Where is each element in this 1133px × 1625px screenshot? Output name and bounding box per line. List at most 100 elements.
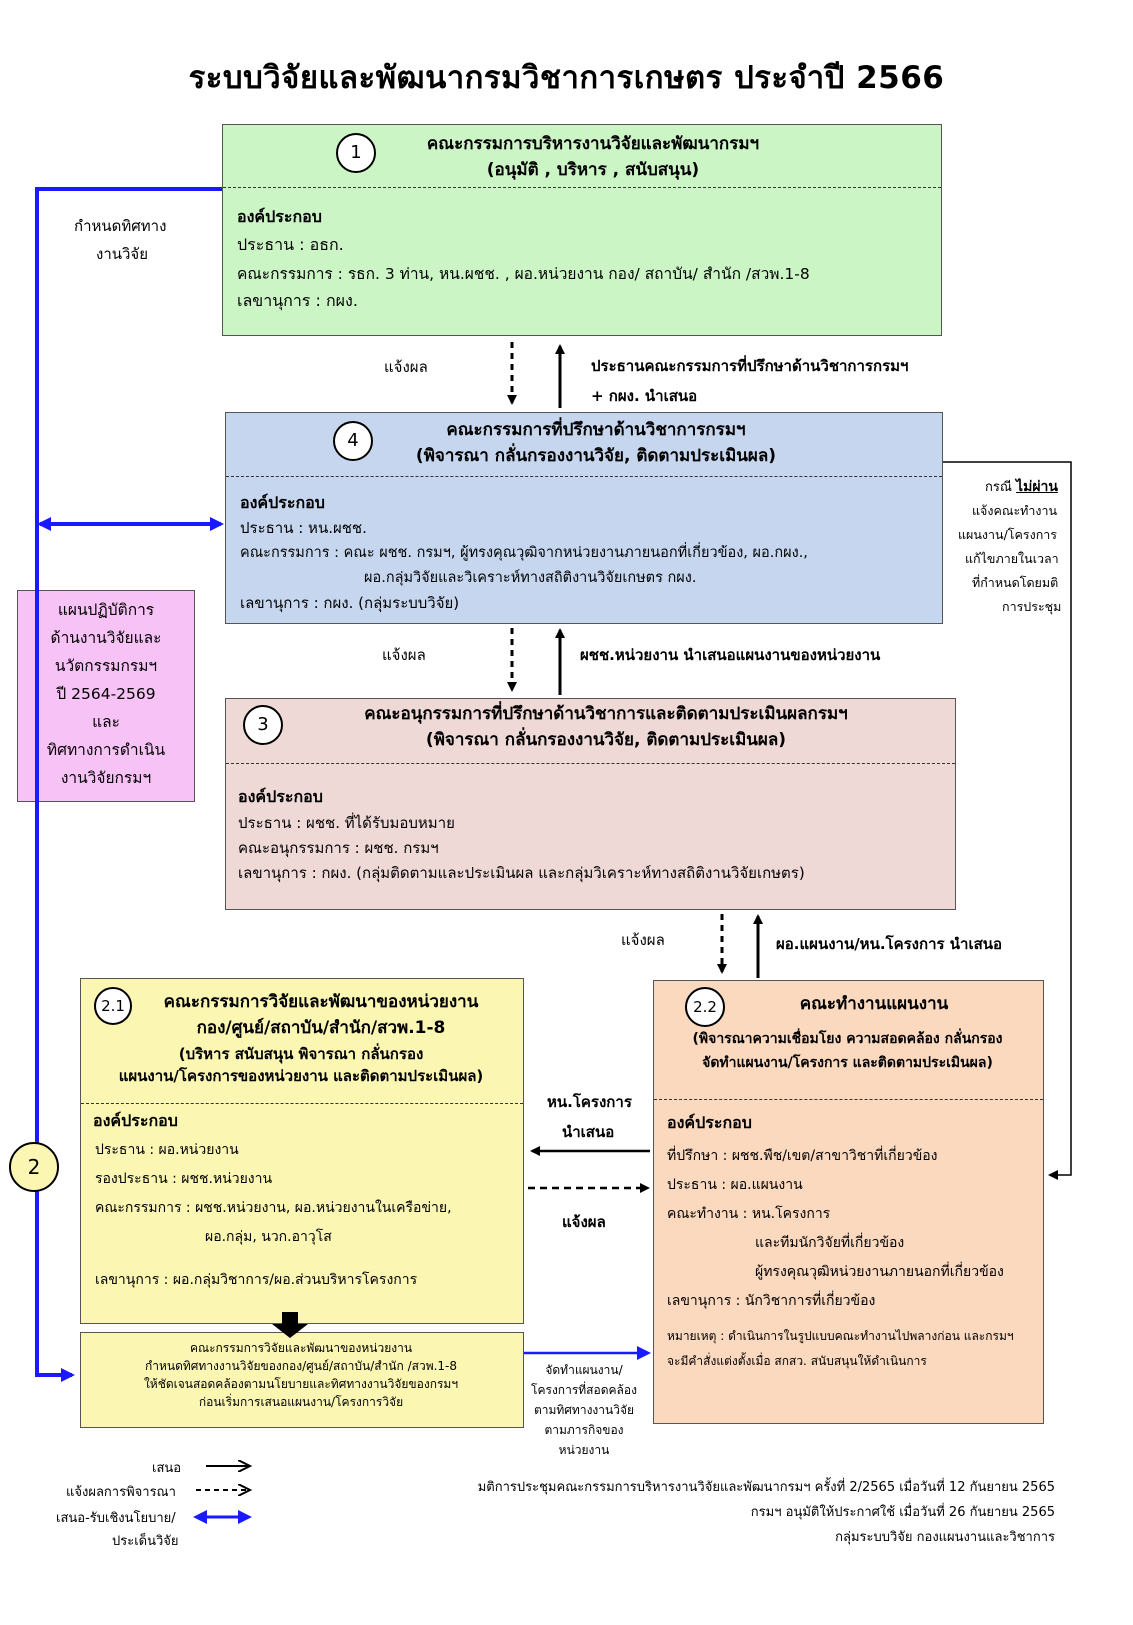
step-number-2-2: 2.2: [685, 987, 725, 1027]
action-plan-line-1: แผนปฏิบัติการ: [57, 601, 155, 619]
box21-subheading: (บริหาร สนับสนุน พิจารณา กลั่นกรอง แผนงา…: [81, 1043, 521, 1087]
box21-members-cont: ผอ.กลุ่ม, นวก.อาวุโส: [205, 1229, 332, 1245]
box21-heading-1: คณะกรรมการวิจัยและพัฒนาของหน่วยงาน: [163, 992, 479, 1012]
box-unit-direction: คณะกรรมการวิจัยและพัฒนาของหน่วยงาน กำหนด…: [80, 1332, 524, 1428]
box4-heading: คณะกรรมการที่ปรึกษาด้านวิชาการกรมฯ (พิจา…: [306, 417, 886, 469]
step-number-4: 4: [333, 421, 373, 461]
label-propose-a-1: ประธานคณะกรรมการที่ปรึกษาด้านวิชาการกรมฯ: [591, 357, 909, 375]
label-propose-d-2: นำเสนอ: [562, 1123, 615, 1141]
box1-members: คณะกรรมการ : รธก. 3 ท่าน, หน.ผชช. , ผอ.ห…: [237, 265, 810, 283]
box1-heading: คณะกรรมการบริหารงานวิจัยและพัฒนากรมฯ (อน…: [303, 131, 883, 183]
box3-chair: ประธาน : ผชช. ที่ได้รับมอบหมาย: [238, 814, 455, 832]
box1-divider: [223, 187, 941, 188]
box-executive-committee: 1 คณะกรรมการบริหารงานวิจัยและพัฒนากรมฯ (…: [222, 124, 942, 336]
box4-members: คณะกรรมการ : คณะ ผชช. กรมฯ, ผู้ทรงคุณวุฒ…: [240, 545, 808, 561]
box4-composition-label: องค์ประกอบ: [240, 493, 325, 512]
action-plan-line-7: งานวิจัยกรมฯ: [60, 769, 152, 787]
unit-direction-line-1: คณะกรรมการวิจัยและพัฒนาของหน่วยงาน: [189, 1341, 413, 1355]
label-propose-b: ผชช.หน่วยงาน นำเสนอแผนงานของหน่วยงาน: [580, 646, 881, 664]
fail-line-2: แผนงาน/โครงการ: [958, 527, 1057, 542]
box-action-plan: แผนปฏิบัติการ ด้านงานวิจัยและ นวัตกรรมกร…: [17, 590, 195, 802]
label-notify-a: แจ้งผล: [384, 358, 428, 376]
box22-chair: ประธาน : ผอ.แผนงาน: [667, 1177, 803, 1193]
box22-secretary: เลขานุการ : นักวิชาการที่เกี่ยวข้อง: [667, 1293, 876, 1309]
box-advisory-committee: 4 คณะกรรมการที่ปรึกษาด้านวิชาการกรมฯ (พิ…: [225, 412, 943, 624]
box21-secretary: เลขานุการ : ผอ.กลุ่มวิชาการ/ผอ.ส่วนบริหา…: [95, 1272, 418, 1288]
box21-members: คณะกรรมการ : ผชช.หน่วยงาน, ผอ.หน่วยงานใน…: [95, 1200, 452, 1216]
label-propose-a-2: + กผง. นำเสนอ: [591, 387, 698, 405]
box3-composition-label: องค์ประกอบ: [238, 787, 323, 806]
box22-members-cont-1: และทีมนักวิจัยที่เกี่ยวข้อง: [755, 1235, 905, 1251]
box22-heading-3: จัดทำแผนงาน/โครงการ และติดตามประเมินผล): [702, 1055, 993, 1071]
box22-note-2: จะมีคำสั่งแต่งตั้งเมื่อ สกสว. สนับสนุนให…: [667, 1354, 927, 1368]
box22-heading-1: คณะทำงานแผนงาน: [799, 994, 949, 1014]
action-plan-line-2: ด้านงานวิจัยและ: [50, 629, 162, 647]
step-number-2-1: 2.1: [94, 987, 132, 1025]
box-subcommittee: 3 คณะอนุกรรมการที่ปรึกษาด้านวิชาการและติ…: [225, 698, 956, 910]
plan-line-5: หน่วยงาน: [558, 1443, 610, 1457]
legend-propose: เสนอ: [152, 1461, 182, 1476]
fail-case-word: ไม่ผ่าน: [1016, 479, 1058, 495]
box1-composition-label: องค์ประกอบ: [237, 207, 322, 226]
box1-secretary: เลขานุการ : กผง.: [237, 291, 358, 310]
box22-advisor: ที่ปรึกษา : ผชช.พืช/เขต/สาขาวิชาที่เกี่ย…: [667, 1148, 938, 1164]
plan-line-2: โครงการที่สอดคล้อง: [531, 1383, 637, 1397]
box4-secretary: เลขานุการ : กผง. (กลุ่มระบบวิจัย): [240, 594, 460, 612]
legend-policy-2: ประเด็นวิจัย: [112, 1534, 179, 1549]
box-planning-working-group: 2.2 คณะทำงานแผนงาน (พิจารณาความเชื่อมโยง…: [653, 980, 1044, 1424]
box3-members: คณะอนุกรรมการ : ผชช. กรมฯ: [238, 839, 439, 857]
box22-members-cont-2: ผู้ทรงคุณวุฒิหน่วยงานภายนอกที่เกี่ยวข้อง: [755, 1264, 1004, 1280]
label-notify-c: แจ้งผล: [621, 931, 665, 949]
policy-lines: [35, 187, 224, 1382]
box4-heading-1: คณะกรรมการที่ปรึกษาด้านวิชาการกรมฯ: [446, 420, 746, 440]
label-propose-c: ผอ.แผนงาน/หน.โครงการ นำเสนอ: [776, 935, 1003, 953]
step-number-1: 1: [336, 133, 376, 173]
box3-heading-2: (พิจารณา กลั่นกรองงานวิจัย, ติดตามประเมิ…: [425, 730, 787, 750]
box22-note-1: หมายเหตุ : ดำเนินการในรูปแบบคณะทำงานไปพล…: [667, 1329, 1014, 1343]
box1-heading-1: คณะกรรมการบริหารงานวิจัยและพัฒนากรมฯ: [426, 134, 760, 154]
fail-line-4: ที่กำหนดโดยมติ: [972, 575, 1059, 590]
box21-chair: ประธาน : ผอ.หน่วยงาน: [95, 1142, 239, 1158]
box3-secretary: เลขานุการ : กผง. (กลุ่มติดตามและประเมินผ…: [238, 864, 805, 882]
unit-direction-line-3: ให้ชัดเจนสอดคล้องตามนโยบายและทิศทางงานวิ…: [143, 1377, 459, 1391]
box3-divider: [226, 763, 955, 764]
box1-chair: ประธาน : อธก.: [237, 235, 344, 254]
page-title: ระบบวิจัยและพัฒนากรมวิชาการเกษตร ประจำปี…: [188, 60, 945, 96]
footer-resolution: มติการประชุมคณะกรรมการบริหารงานวิจัยและพ…: [477, 1480, 1055, 1495]
label-propose-d-1: หน.โครงการ: [547, 1093, 632, 1111]
box1-heading-2: (อนุมัติ , บริหาร , สนับสนุน): [486, 160, 700, 180]
fail-line-3: แก้ไขภายในเวลา: [965, 551, 1059, 566]
box4-chair: ประธาน : หน.ผชช.: [240, 519, 367, 537]
action-plan-line-3: นวัตกรรมกรมฯ: [54, 657, 158, 675]
box21-heading-2: กอง/ศูนย์/สถาบัน/สำนัก/สวพ.1-8: [196, 1018, 446, 1038]
box22-heading-2: (พิจารณาความเชื่อมโยง ความสอดคล้อง กลั่น…: [692, 1031, 1003, 1047]
action-plan-line-4: ปี 2564-2569: [56, 685, 156, 703]
unit-direction-text: คณะกรรมการวิจัยและพัฒนาของหน่วยงาน กำหนด…: [81, 1339, 521, 1411]
action-plan-line-6: ทิศทางการดำเนิน: [46, 741, 166, 759]
box22-composition-label: องค์ประกอบ: [667, 1113, 752, 1132]
label-notify-d: แจ้งผล: [562, 1213, 606, 1231]
step-number-2: 2: [9, 1142, 59, 1192]
unit-direction-line-4: ก่อนเริ่มการเสนอแผนงาน/โครงการวิจัย: [198, 1395, 404, 1409]
fail-line-5: การประชุม: [1002, 599, 1062, 614]
box22-divider: [654, 1099, 1043, 1100]
fail-case-heading: กรณี ไม่ผ่าน: [985, 476, 1058, 498]
fail-line-1: แจ้งคณะทำงาน: [972, 503, 1058, 518]
box22-members: คณะทำงาน : หน.โครงการ: [667, 1206, 831, 1222]
label-set-direction-2: งานวิจัย: [96, 245, 149, 263]
label-notify-b: แจ้งผล: [382, 646, 426, 664]
plan-line-3: ตามทิศทางงานวิจัย: [533, 1403, 635, 1417]
box3-heading: คณะอนุกรรมการที่ปรึกษาด้านวิชาการและติดต…: [296, 701, 916, 753]
label-set-direction-1: กำหนดทิศทาง: [74, 217, 167, 235]
box21-heading: คณะกรรมการวิจัยและพัฒนาของหน่วยงาน กอง/ศ…: [121, 989, 521, 1041]
legend-policy-1: เสนอ-รับเชิงนโยบาย/: [56, 1511, 176, 1526]
fail-case-prefix: กรณี: [985, 480, 1017, 495]
box4-divider: [226, 476, 942, 477]
box21-vice-chair: รองประธาน : ผชช.หน่วยงาน: [95, 1171, 273, 1187]
footer-approval: กรมฯ อนุมัติให้ประกาศใช้ เมื่อวันที่ 26 …: [750, 1505, 1055, 1520]
plan-line-1: จัดทำแผนงาน/: [545, 1363, 623, 1377]
box21-divider: [81, 1103, 523, 1104]
action-plan-line-5: และ: [92, 713, 120, 731]
box21-composition-label: องค์ประกอบ: [93, 1111, 178, 1130]
